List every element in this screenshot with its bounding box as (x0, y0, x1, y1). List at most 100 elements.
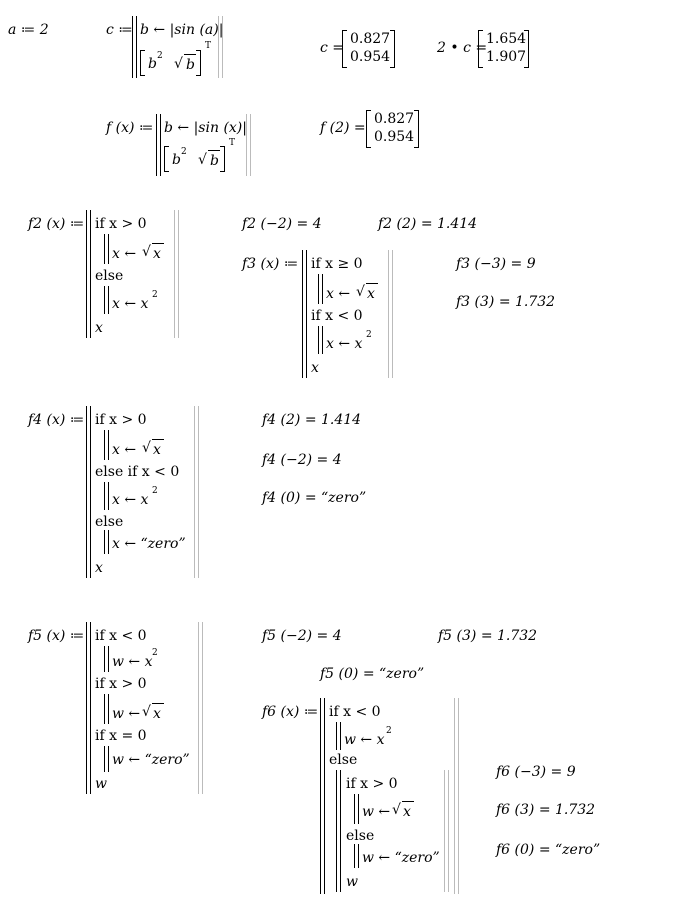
program-bracket (174, 210, 179, 338)
f6-else2[interactable]: else (346, 828, 375, 844)
f5-result: f5 (−2) = 4 (262, 628, 342, 644)
c-row-b: b (148, 56, 157, 72)
f6-result: f6 (3) = 1.732 (496, 802, 596, 818)
sqrt-argument: x (153, 246, 161, 262)
f3-assign2[interactable]: x ← x (326, 336, 363, 352)
f4-else[interactable]: else (95, 514, 124, 530)
matrix-left-bracket (164, 146, 169, 172)
sqrt-sign: √ (356, 284, 365, 300)
sqrt-sign: √ (142, 440, 151, 456)
branch-bar (104, 286, 109, 314)
f-line1[interactable]: b ← |sin (x)| (164, 120, 247, 136)
f4-assign1[interactable]: x ← (112, 442, 137, 458)
f5-assign2[interactable]: w ← (112, 706, 141, 722)
exponent: 2 (152, 290, 158, 300)
f3-result: f3 (−3) = 9 (456, 256, 536, 272)
f2-definition-lhs[interactable]: f2 (x) ≔ (28, 216, 85, 232)
f6-assign3[interactable]: w ← “zero” (362, 850, 440, 866)
f5-if2[interactable]: if x > 0 (95, 676, 147, 692)
branch-bar (354, 844, 359, 868)
f2-return[interactable]: x (95, 320, 103, 336)
f-result-v1: 0.827 (374, 111, 415, 127)
program-bracket (194, 406, 199, 578)
branch-bar (336, 722, 341, 750)
program-bar (132, 16, 137, 78)
c-definition-lhs[interactable]: c ≔ (106, 22, 133, 38)
program-bracket (454, 698, 459, 894)
exponent: 2 (386, 726, 392, 736)
f5-if3[interactable]: if x = 0 (95, 728, 147, 744)
result-left-bracket (366, 110, 371, 148)
branch-bar (354, 794, 359, 824)
program-bar (156, 114, 161, 176)
f6-return[interactable]: w (346, 874, 358, 890)
branch-bar (104, 430, 109, 460)
f5-definition-lhs[interactable]: f5 (x) ≔ (28, 628, 85, 644)
sqrt-bar (152, 439, 164, 440)
f5-assign1[interactable]: w ← x (112, 654, 153, 670)
f5-if1[interactable]: if x < 0 (95, 628, 147, 644)
sqrt-sign: √ (198, 152, 207, 168)
f3-result: f3 (3) = 1.732 (456, 294, 556, 310)
program-bar (86, 406, 91, 578)
f6-result: f6 (0) = “zero” (496, 842, 601, 858)
f6-if2[interactable]: if x > 0 (346, 776, 398, 792)
f6-assign1[interactable]: w ← x (344, 732, 385, 748)
exponent: 2 (152, 486, 158, 496)
a-definition[interactable]: a ≔ 2 (8, 22, 49, 38)
f5-return[interactable]: w (95, 776, 107, 792)
f3-if1[interactable]: if x ≥ 0 (311, 256, 363, 272)
f2-assign2[interactable]: x ← x (112, 296, 149, 312)
sqrt-argument: x (153, 706, 161, 722)
f3-assign1[interactable]: x ← (326, 286, 351, 302)
branch-bar (104, 234, 109, 264)
program-bar (302, 250, 307, 378)
program-bar (86, 622, 91, 794)
f5-result: f5 (3) = 1.732 (438, 628, 538, 644)
f-definition-lhs[interactable]: f (x) ≔ (106, 120, 154, 136)
result-right-bracket (524, 30, 529, 68)
result-left-bracket (342, 30, 347, 68)
c-line1[interactable]: b ← |sin (a)| (140, 22, 224, 38)
f5-assign3[interactable]: w ← “zero” (112, 752, 190, 768)
f2-assign1[interactable]: x ← (112, 246, 137, 262)
f6-definition-lhs[interactable]: f6 (x) ≔ (262, 704, 319, 720)
branch-bar (318, 274, 323, 304)
exponent: 2 (181, 147, 187, 157)
f4-elseif[interactable]: else if x < 0 (95, 464, 180, 480)
c2-result-v2: 1.907 (486, 49, 527, 65)
f6-else[interactable]: else (329, 752, 358, 768)
f2-if[interactable]: if x > 0 (95, 216, 147, 232)
f6-assign2[interactable]: w ← (362, 804, 391, 820)
f3-definition-lhs[interactable]: f3 (x) ≔ (242, 256, 299, 272)
f4-assign3[interactable]: x ← “zero” (112, 536, 186, 552)
matrix-right-bracket (220, 146, 225, 172)
f2-else[interactable]: else (95, 268, 124, 284)
sqrt-bar (152, 703, 164, 704)
exponent: 2 (152, 648, 158, 658)
program-bracket (218, 16, 223, 78)
f3-if2[interactable]: if x < 0 (311, 308, 363, 324)
f-result-v2: 0.954 (374, 129, 415, 145)
c-row-sqrt: b (186, 57, 195, 73)
result-left-bracket (478, 30, 483, 68)
sqrt-bar (402, 801, 414, 802)
f6-if1[interactable]: if x < 0 (329, 704, 381, 720)
sqrt-sign: √ (142, 244, 151, 260)
f4-if[interactable]: if x > 0 (95, 412, 147, 428)
exponent: 2 (366, 330, 372, 340)
f4-return[interactable]: x (95, 560, 103, 576)
f4-assign2[interactable]: x ← x (112, 492, 149, 508)
f4-definition-lhs[interactable]: f4 (x) ≔ (28, 412, 85, 428)
sqrt-argument: x (403, 804, 411, 820)
c2-result-v1: 1.654 (486, 31, 527, 47)
sqrt-bar (208, 150, 220, 151)
f3-return[interactable]: x (311, 360, 319, 376)
program-bar (86, 210, 91, 338)
sqrt-argument: x (153, 442, 161, 458)
program-bar (320, 698, 325, 894)
f4-result: f4 (0) = “zero” (262, 490, 367, 506)
transpose-mark: T (229, 138, 236, 148)
f2-result: f2 (−2) = 4 (242, 216, 322, 232)
sqrt-bar (152, 243, 164, 244)
